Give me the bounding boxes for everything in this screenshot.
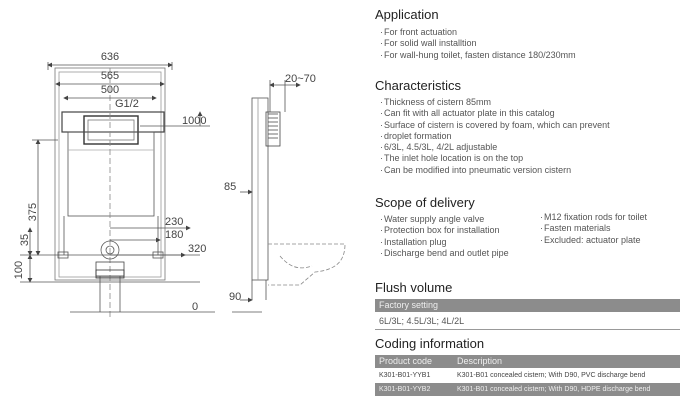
dim-565: 565 xyxy=(101,70,119,82)
dim-1000: 1000 xyxy=(182,115,206,127)
product-code: K301-B01-YYB2 xyxy=(379,386,431,393)
divider xyxy=(375,329,680,330)
dim-depth: 20~70 xyxy=(285,73,316,85)
dim-zero: 0 xyxy=(192,301,198,313)
discharge-bend xyxy=(100,240,120,260)
dim-180: 180 xyxy=(165,229,183,241)
product-description: K301-B01 concealed cistern; With D90, HD… xyxy=(457,386,651,393)
list-item: droplet formation xyxy=(380,131,610,142)
dim-636: 636 xyxy=(101,51,119,63)
col-description: Description xyxy=(457,356,503,366)
list-item: Can be modified into pneumatic version c… xyxy=(380,165,610,176)
scope-title: Scope of delivery xyxy=(375,195,475,210)
list-item: M12 fixation rods for toilet xyxy=(540,212,647,223)
dim-320: 320 xyxy=(188,243,206,255)
dim-230: 230 xyxy=(165,216,183,228)
toilet-outline xyxy=(268,243,346,286)
application-title: Application xyxy=(375,7,439,22)
dim-375: 375 xyxy=(27,203,39,221)
scope-list-right: M12 fixation rods for toilet Fasten mate… xyxy=(540,212,647,246)
list-item: The inlet hole location is on the top xyxy=(380,153,610,164)
list-item: Surface of cistern is covered by foam, w… xyxy=(380,120,610,131)
product-description: K301-B01 concealed cistern; With D90, PV… xyxy=(457,372,646,379)
list-item: For front actuation xyxy=(380,27,576,38)
cistern-body xyxy=(67,131,155,217)
list-item: Discharge bend and outlet pipe xyxy=(380,248,509,259)
application-list: For front actuation For solid wall insta… xyxy=(380,27,576,61)
dim-thread: G1/2 xyxy=(115,98,139,110)
flush-title: Flush volume xyxy=(375,280,453,295)
list-item: 6/3L, 4.5/3L, 4/2L adjustable xyxy=(380,142,610,153)
flush-value: 6L/3L; 4.5L/3L; 4L/2L xyxy=(379,316,465,326)
dim-85: 85 xyxy=(224,181,236,193)
side-view-frame xyxy=(251,97,269,281)
product-code: K301-B01-YYB1 xyxy=(379,372,431,379)
flush-header: Factory setting xyxy=(375,299,680,312)
list-item: For wall-hung toilet, fasten distance 18… xyxy=(380,50,576,61)
list-item: Fasten materials xyxy=(540,223,647,234)
table-row: K301-B01-YYB2 K301-B01 concealed cistern… xyxy=(375,383,680,396)
scope-list-left: Water supply angle valve Protection box … xyxy=(380,214,509,259)
dim-90: 90 xyxy=(229,291,241,303)
coding-header-row: Product code Description xyxy=(375,355,680,368)
list-item: Excluded: actuator plate xyxy=(540,235,647,246)
list-item: Can fit with all actuator plate in this … xyxy=(380,108,610,119)
characteristics-title: Characteristics xyxy=(375,78,461,93)
dim-500: 500 xyxy=(101,84,119,96)
table-row: K301-B01-YYB1 K301-B01 concealed cistern… xyxy=(375,369,680,382)
inspection-opening xyxy=(83,115,139,145)
list-item: Water supply angle valve xyxy=(380,214,509,225)
col-product-code: Product code xyxy=(379,356,433,366)
dim-100: 100 xyxy=(13,261,25,279)
dim-35: 35 xyxy=(19,234,31,246)
characteristics-list: Thickness of cistern 85mm Can fit with a… xyxy=(380,97,610,176)
list-item: Protection box for installation xyxy=(380,225,509,236)
list-item: Installation plug xyxy=(380,237,509,248)
list-item: Thickness of cistern 85mm xyxy=(380,97,610,108)
technical-drawing: 636 565 500 G1/2 1000 375 35 100 230 180… xyxy=(13,51,346,320)
list-item: For solid wall installtion xyxy=(380,38,576,49)
coding-title: Coding information xyxy=(375,336,485,351)
